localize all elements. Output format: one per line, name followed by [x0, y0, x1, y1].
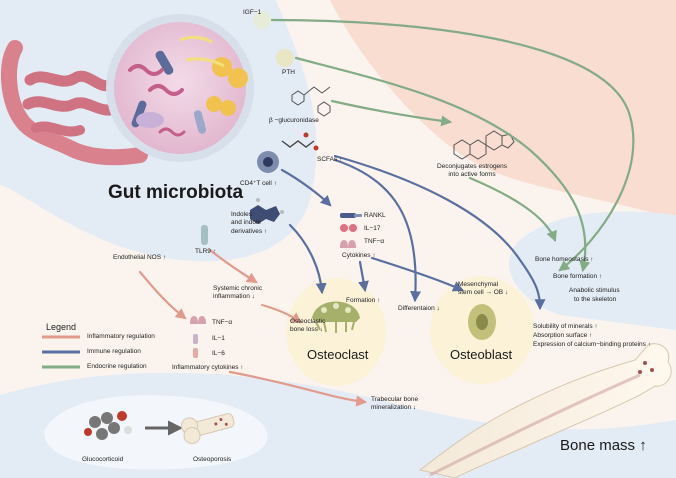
arrow-scfa-minerals — [333, 154, 546, 311]
arrow-inflammatory-trabecular — [228, 370, 368, 407]
arrows — [138, 18, 635, 407]
pink-zone-top-right — [330, 0, 676, 220]
arrow-nos-inflammatory — [138, 270, 187, 320]
calcium-binding-label: Expression of calcium−binding proteins ↑ — [533, 341, 651, 348]
arrow-tlr9-systemic — [208, 248, 258, 284]
scfas-label: SCFAs ↑ — [317, 156, 343, 163]
estrogen-label-1: Deconjugates estrogens — [436, 163, 508, 170]
cd4-label: CD4⁺T cell ↑ — [240, 180, 277, 187]
igf1-glyph — [253, 11, 271, 29]
arrow-systemic-boneloss — [260, 303, 302, 324]
indoles-label-1: Indoles — [231, 211, 252, 218]
igf1-label: IGF−1 — [243, 9, 262, 16]
scfa-molecule — [281, 132, 319, 151]
bone-homeostasis-label: Bone homeostasis ↑ — [535, 256, 594, 263]
legend-label-immune: Immune regulation — [87, 348, 141, 355]
beta-glucuronidase-molecule — [291, 86, 331, 117]
anabolic-label-2: to the skeleton — [574, 296, 617, 303]
indole-molecule — [250, 198, 284, 224]
legend-title: Legend — [46, 322, 77, 332]
arrow-igf1-anabolic — [270, 18, 635, 272]
msc-label-1: Mesenchymal — [458, 281, 499, 288]
trabecular-label-2: mineralization ↓ — [371, 404, 417, 411]
osteoblast-cell — [430, 276, 534, 384]
rankl-label: RANKL — [364, 212, 386, 219]
beta-glucuronidase-label: β −glucuronidase — [269, 117, 319, 124]
msc-label-2: stem cell → OB ↓ — [458, 289, 509, 296]
pth-glyph — [276, 49, 294, 67]
cytokine-glyphs — [340, 213, 362, 248]
anabolic-label-1: Anabolic stimulus — [569, 287, 620, 294]
legend — [42, 335, 80, 369]
bone-mass-label: Bone mass ↑ — [560, 437, 647, 454]
glucocorticoid-label: Glucocorticoid — [82, 456, 124, 463]
arrow-cytokines-formation — [358, 260, 369, 293]
estrogen-label-2: into active forms — [448, 171, 496, 178]
microbiota-circle — [106, 14, 254, 162]
osteoclast-label: Osteoclast — [307, 347, 369, 362]
tnf-inflammatory-label: TNF−α — [212, 319, 233, 326]
il6-label: IL−6 — [212, 350, 225, 357]
osteoblast-label: Osteoblast — [450, 347, 513, 362]
osteoclastic-label-1: Osteoclastic — [290, 318, 326, 325]
il17-label: IL−17 — [364, 225, 381, 232]
osteoclast-cell — [286, 278, 386, 386]
indoles-label-3: derivatives ↑ — [231, 228, 268, 235]
bone-formation-label: Bone formation ↑ — [553, 273, 603, 280]
tnf-immune-label: TNF−α — [364, 238, 385, 245]
trabecular-label-1: Trabecular bone — [371, 396, 419, 403]
differentiation-label: Differentaion ↓ — [398, 305, 440, 312]
arrow-cytokines-msc — [370, 256, 465, 292]
gut-microbiota-title: Gut microbiota — [108, 182, 244, 203]
arrow-pth-bone-formation — [294, 56, 591, 273]
osteoporosis-label: Osteoporosis — [193, 456, 232, 463]
osteoporosis-bone — [180, 413, 235, 445]
systemic-inflammation-label-1: Systemic chronic — [213, 285, 263, 292]
glucocorticoid-molecule — [84, 411, 132, 440]
indoles-label-2: and indole — [231, 219, 261, 226]
absorption-surface-label: Absorption surface ↑ — [533, 332, 593, 339]
formation-label: Formation ↑ — [346, 297, 381, 304]
arrow-estrogen-homeostasis — [468, 176, 557, 243]
tlr9-glyph — [201, 225, 208, 245]
legend-label-inflammatory: Inflammatory regulation — [87, 333, 155, 340]
legend-label-endocrine: Endocrine regulation — [87, 363, 147, 370]
endothelial-nos-label: Endothelial NOS ↑ — [113, 254, 167, 261]
arrow-cd4-cytokines — [280, 168, 332, 207]
arrow-indole-boneloss — [288, 223, 327, 295]
tlr9-label: TLR9 ↑ — [195, 248, 216, 255]
inflammatory-cytokines-label: Inflammatory cytokines ↑ — [172, 364, 244, 371]
intestine-illustration — [1, 40, 148, 166]
pth-label: PTH — [282, 69, 295, 76]
mineral-solubility-label: Solubility of minerals ↑ — [533, 323, 598, 330]
blue-zone-right — [509, 211, 676, 330]
systemic-inflammation-label-2: inflammation ↓ — [213, 293, 255, 300]
osteoclastic-label-2: bone loss ↓ — [290, 326, 323, 333]
bone-illustration — [418, 343, 672, 478]
il1-label: IL−1 — [212, 335, 225, 342]
arrow-glucuronidase-estrogen — [330, 99, 453, 127]
inflammatory-cytokine-glyphs — [190, 316, 206, 358]
glucocorticoid-panel — [43, 394, 269, 471]
cytokines-label: Cytokines ↑ — [342, 252, 376, 259]
cd4-t-cell — [257, 151, 279, 173]
